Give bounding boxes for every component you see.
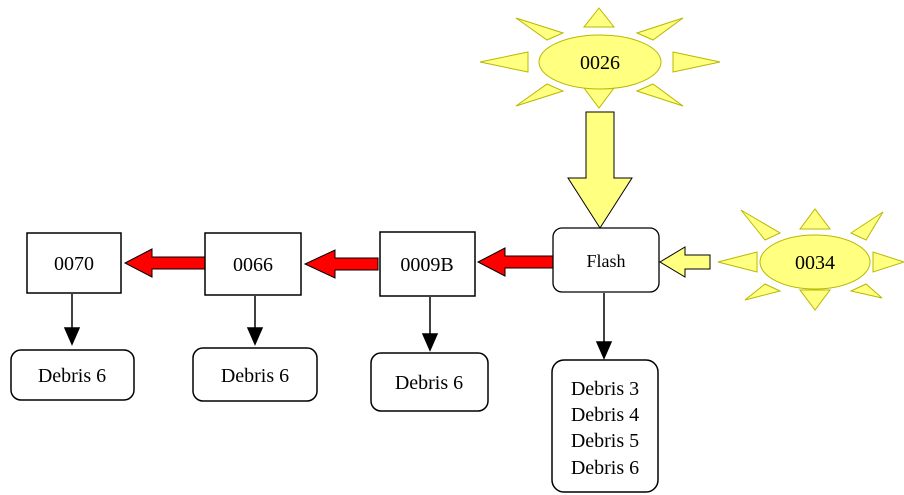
burst-0034-label: 0034 bbox=[795, 252, 835, 274]
burst-ray bbox=[799, 289, 831, 311]
burst-core bbox=[538, 34, 662, 90]
burst-ray bbox=[479, 51, 529, 73]
red-arrow-0066-to-0070 bbox=[123, 248, 206, 278]
node-0066-box bbox=[204, 232, 302, 296]
red-arrow-flash-to-0009b bbox=[476, 247, 554, 277]
debris-0009b-label: Debris 6 bbox=[395, 372, 463, 394]
node-0070-label: 0070 bbox=[54, 253, 94, 275]
burst-ray bbox=[717, 251, 758, 273]
burst-ray bbox=[515, 83, 565, 107]
node-flash-box bbox=[552, 227, 660, 293]
node-0070: 0070 bbox=[26, 232, 122, 294]
arrowhead bbox=[246, 327, 264, 346]
debris-flash-line-3: Debris 5 bbox=[571, 430, 639, 452]
debris-flash-line-2: Debris 4 bbox=[571, 404, 639, 426]
burst-core bbox=[759, 234, 871, 290]
burst-ray bbox=[799, 208, 831, 230]
debris-0009b: Debris 6 bbox=[370, 352, 489, 412]
burst-ray bbox=[582, 7, 616, 28]
node-0009b-label: 0009B bbox=[400, 254, 453, 276]
node-0066-label: 0066 bbox=[233, 254, 273, 276]
node-0009b-box bbox=[379, 231, 476, 297]
node-flash: Flash bbox=[552, 227, 660, 293]
debris-0070: Debris 6 bbox=[10, 349, 135, 401]
connector-arrows bbox=[63, 293, 613, 360]
debris-flash-box bbox=[551, 359, 659, 493]
node-0070-box bbox=[26, 232, 122, 294]
red-arrow-0009b-to-0066 bbox=[303, 249, 379, 279]
burst-ray bbox=[635, 17, 684, 41]
yellow-arrow-left bbox=[659, 246, 711, 278]
burst-ray bbox=[849, 283, 883, 299]
debris-0066-box bbox=[192, 347, 318, 402]
debris-0066: Debris 6 bbox=[192, 347, 318, 402]
debris-flash: Debris 3 Debris 4 Debris 5 Debris 6 bbox=[551, 359, 659, 493]
burst-0034 bbox=[717, 208, 904, 311]
burst-ray bbox=[872, 251, 904, 273]
node-0066: 0066 bbox=[204, 232, 302, 296]
burst-ray bbox=[849, 211, 884, 241]
burst-ray bbox=[583, 87, 615, 109]
node-0009b: 0009B bbox=[379, 231, 476, 297]
debris-0070-box bbox=[10, 349, 135, 401]
debris-flash-line-4: Debris 6 bbox=[571, 457, 639, 479]
burst-ray bbox=[515, 17, 565, 41]
debris-0066-label: Debris 6 bbox=[221, 365, 289, 387]
debris-0070-label: Debris 6 bbox=[38, 365, 106, 387]
yellow-arrow-down bbox=[567, 111, 633, 229]
arrowhead bbox=[63, 327, 81, 346]
debris-flash-line-1: Debris 3 bbox=[571, 378, 639, 400]
node-flash-label: Flash bbox=[586, 251, 625, 271]
arrowhead bbox=[421, 333, 439, 352]
burst-ray bbox=[672, 51, 721, 73]
debris-0009b-box bbox=[370, 352, 489, 412]
burst-0026 bbox=[479, 7, 721, 109]
burst-ray bbox=[635, 83, 684, 107]
burst-ray bbox=[740, 209, 782, 241]
burst-ray bbox=[744, 283, 782, 301]
burst-0026-label: 0026 bbox=[580, 52, 620, 74]
arrowhead bbox=[595, 341, 613, 360]
